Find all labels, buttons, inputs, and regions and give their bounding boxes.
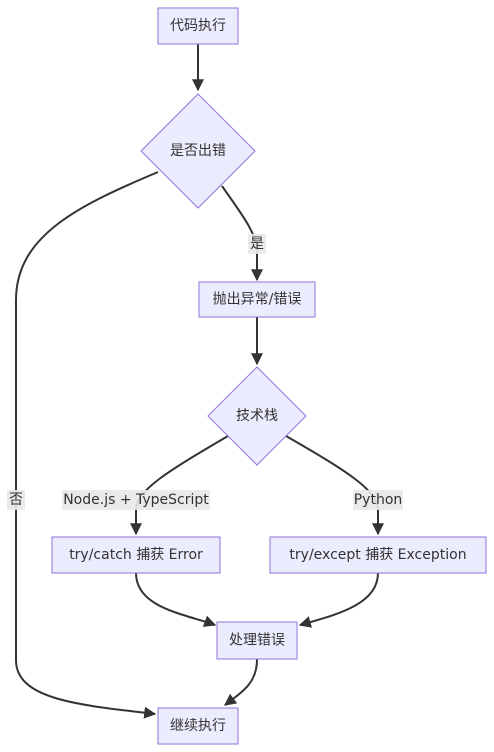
node-node-catch: try/catch 捕获 Error [51,536,221,574]
node-continue-label: 继续执行 [170,717,226,734]
edge-label-yes-text: 是 [250,236,264,252]
edge-decision-yes [221,185,263,282]
nodes: 代码执行 是否出错 抛出异常/错误 技术栈 try/catch 捕获 Error… [51,7,487,745]
edge-label-node-ts: Node.js + TypeScript [62,490,210,510]
edge-stack-to-python [285,435,384,536]
edge-label-no-text: 否 [9,492,23,508]
node-py-except-label: try/except 捕获 Exception [289,547,466,563]
edge-label-python-text: Python [354,492,403,508]
node-throw: 抛出异常/错误 [198,281,316,318]
node-stack-label: 技术栈 [236,408,278,424]
edge-node-to-handle [135,572,217,627]
node-has-error-label: 是否出错 [170,143,226,159]
edge-decision-no [15,171,159,719]
edge-label-no: 否 [7,490,25,510]
node-stack: 技术栈 [207,366,307,466]
node-handle-label: 处理错误 [229,633,285,649]
node-start-label: 代码执行 [170,18,226,34]
edge-handle-to-continue [224,658,258,706]
node-has-error: 是否出错 [140,93,256,209]
node-continue: 继续执行 [157,707,239,745]
edge-stack-to-node [130,435,229,536]
edge-label-node-ts-text: Node.js + TypeScript [63,492,209,508]
edge-label-yes: 是 [248,234,266,254]
edge-label-python: Python [353,490,403,510]
node-start: 代码执行 [157,7,239,45]
node-py-except: try/except 捕获 Exception [269,536,487,574]
node-node-catch-label: try/catch 捕获 Error [69,547,203,563]
node-handle: 处理错误 [216,621,298,660]
edge-python-to-handle [298,572,379,628]
edge-labels: 是 否 Node.js + TypeScript Python [7,234,403,510]
edges [15,44,384,719]
node-throw-label: 抛出异常/错误 [213,292,302,308]
